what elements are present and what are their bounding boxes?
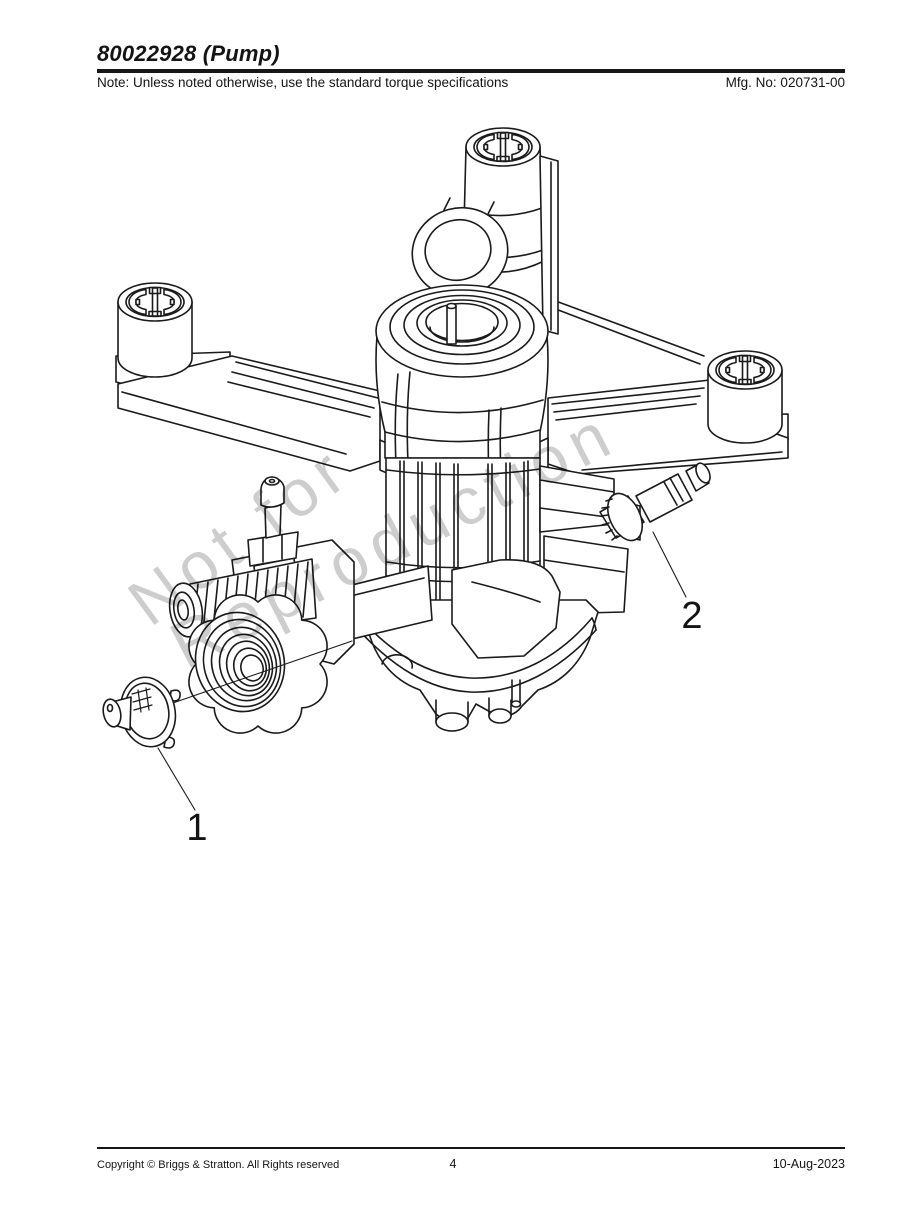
footer-copyright: Copyright © Briggs & Stratton. All Right… [97,1159,340,1171]
callout-1-label: 1 [186,807,207,849]
callout-2-label: 2 [681,595,702,637]
torque-note: Note: Unless noted otherwise, use the st… [97,75,509,90]
right-mount-boss [707,350,783,444]
pump-line-art [102,127,789,811]
footer-rule [97,1147,845,1150]
eyelet-bracket [411,197,509,298]
footer-page-number: 4 [449,1157,457,1171]
header-rule [97,69,845,73]
hose-coupling-knob [188,594,328,734]
outlet-fitting-part-2 [599,462,711,542]
left-mount-boss [117,282,193,378]
callout-2-leader [652,531,687,598]
crankcase-bore [375,284,549,459]
page-title: 80022928 (Pump) [97,41,280,66]
inlet-filter-cap-part-1 [102,676,181,749]
callout-1-assembly-line [169,640,353,705]
footer-date: 10-Aug-2023 [772,1157,845,1171]
callout-1-leader [157,747,196,811]
mfg-number: Mfg. No: 020731-00 [725,75,845,90]
